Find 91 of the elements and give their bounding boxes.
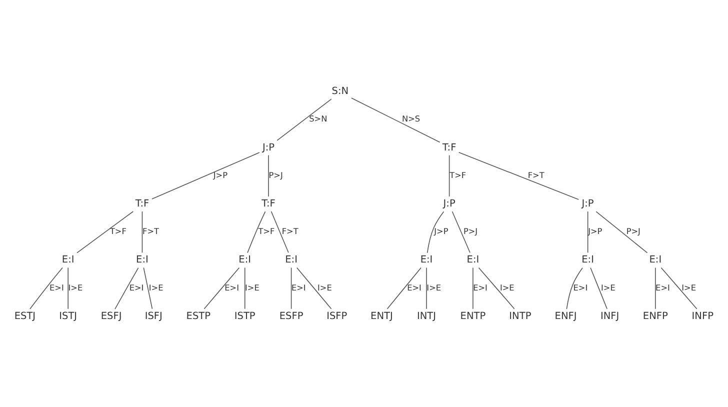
edge-label: E>I bbox=[224, 282, 240, 292]
connector bbox=[566, 266, 583, 309]
connector bbox=[142, 210, 143, 253]
edge-label: F>T bbox=[282, 226, 298, 236]
node-text: ESTP bbox=[186, 310, 211, 322]
node-text: ESFP bbox=[279, 310, 304, 322]
edge-label: E>I bbox=[291, 282, 306, 292]
connector bbox=[143, 266, 153, 309]
connector bbox=[204, 266, 240, 309]
connector bbox=[114, 266, 139, 309]
edge-label: E>I bbox=[129, 282, 144, 292]
edge-label: J>P bbox=[434, 226, 448, 236]
edge-label: T>F bbox=[258, 226, 275, 236]
connector bbox=[296, 266, 332, 309]
node-text: T:F bbox=[262, 198, 276, 210]
node-text: ISFP bbox=[326, 310, 348, 322]
connector bbox=[276, 98, 332, 140]
node-text: ENFJ bbox=[554, 310, 577, 322]
edge-label: I>E bbox=[148, 282, 164, 292]
edge-label: I>E bbox=[318, 282, 332, 292]
connector bbox=[30, 266, 63, 309]
node-text: E:I bbox=[466, 254, 480, 266]
connector bbox=[268, 154, 269, 196]
node-text: J:P bbox=[582, 198, 594, 210]
node-text: ESTJ bbox=[14, 310, 36, 322]
connector bbox=[478, 266, 515, 309]
node-text: E:I bbox=[238, 254, 252, 266]
connector bbox=[270, 210, 289, 253]
node-text: E:I bbox=[649, 254, 662, 266]
node-text: INFJ bbox=[600, 310, 620, 322]
edge-label: J>P bbox=[588, 226, 602, 236]
edge-label: I>E bbox=[68, 282, 83, 292]
connector bbox=[448, 154, 450, 196]
edge-label: S>N bbox=[309, 113, 328, 124]
connector bbox=[290, 266, 292, 309]
connector bbox=[247, 210, 266, 253]
node-text: ISTJ bbox=[59, 310, 78, 322]
node-text: ENTJ bbox=[370, 310, 393, 322]
node-text: ENFP bbox=[642, 310, 668, 322]
edge-label: E>I bbox=[473, 282, 488, 292]
edge-label: F>T bbox=[142, 226, 160, 236]
edge-label: E>I bbox=[573, 282, 588, 292]
edge-label: P>J bbox=[463, 226, 478, 236]
edge-label: P>J bbox=[268, 169, 283, 180]
connector bbox=[76, 210, 134, 253]
edge-label: E>I bbox=[656, 282, 670, 292]
connector bbox=[351, 97, 440, 142]
connector bbox=[426, 266, 427, 309]
node-text: INTJ bbox=[417, 310, 436, 322]
connector bbox=[244, 266, 246, 309]
connector bbox=[152, 152, 260, 199]
node-text: S:N bbox=[332, 86, 349, 97]
edge-label: F>T bbox=[528, 169, 544, 180]
edge-label: I>E bbox=[500, 282, 514, 292]
connector bbox=[458, 151, 579, 200]
edge-label: E>I bbox=[50, 282, 64, 292]
edge-label: I>E bbox=[682, 282, 696, 292]
edge-label: J>P bbox=[213, 169, 228, 180]
connector bbox=[587, 210, 588, 253]
node-text: E:I bbox=[582, 254, 594, 266]
edge-label: N>S bbox=[402, 113, 420, 124]
edge-label: I>E bbox=[426, 282, 442, 292]
node-text: ESFJ bbox=[100, 310, 122, 322]
edge-label: E>I bbox=[407, 282, 422, 292]
node-text: T:F bbox=[442, 142, 456, 153]
connector bbox=[68, 266, 69, 309]
connector bbox=[472, 266, 474, 309]
node-text: ENTP bbox=[460, 310, 486, 322]
node-text: ISFJ bbox=[144, 310, 162, 322]
node-text: J:P bbox=[262, 142, 275, 153]
node-text: E:I bbox=[62, 254, 74, 266]
connector bbox=[655, 266, 656, 309]
node-text: INFP bbox=[692, 310, 714, 322]
connector bbox=[426, 210, 444, 253]
node-text: E:I bbox=[285, 254, 298, 266]
connector bbox=[452, 210, 470, 253]
node-text: E:I bbox=[136, 254, 148, 266]
node-text: J:P bbox=[443, 198, 456, 210]
node-text: INTP bbox=[509, 310, 532, 322]
connector bbox=[386, 266, 422, 309]
edge-label: T>F bbox=[450, 169, 466, 180]
connector bbox=[590, 266, 608, 309]
edge-label: T>F bbox=[110, 226, 126, 236]
edge-label: I>E bbox=[600, 282, 616, 292]
edge-label: P>J bbox=[626, 226, 640, 236]
edge-label: I>E bbox=[245, 282, 260, 292]
node-text: T:F bbox=[135, 198, 150, 210]
connector bbox=[660, 266, 698, 309]
node-text: ISTP bbox=[234, 310, 256, 322]
connector bbox=[596, 210, 648, 253]
node-text: E:I bbox=[420, 254, 433, 266]
